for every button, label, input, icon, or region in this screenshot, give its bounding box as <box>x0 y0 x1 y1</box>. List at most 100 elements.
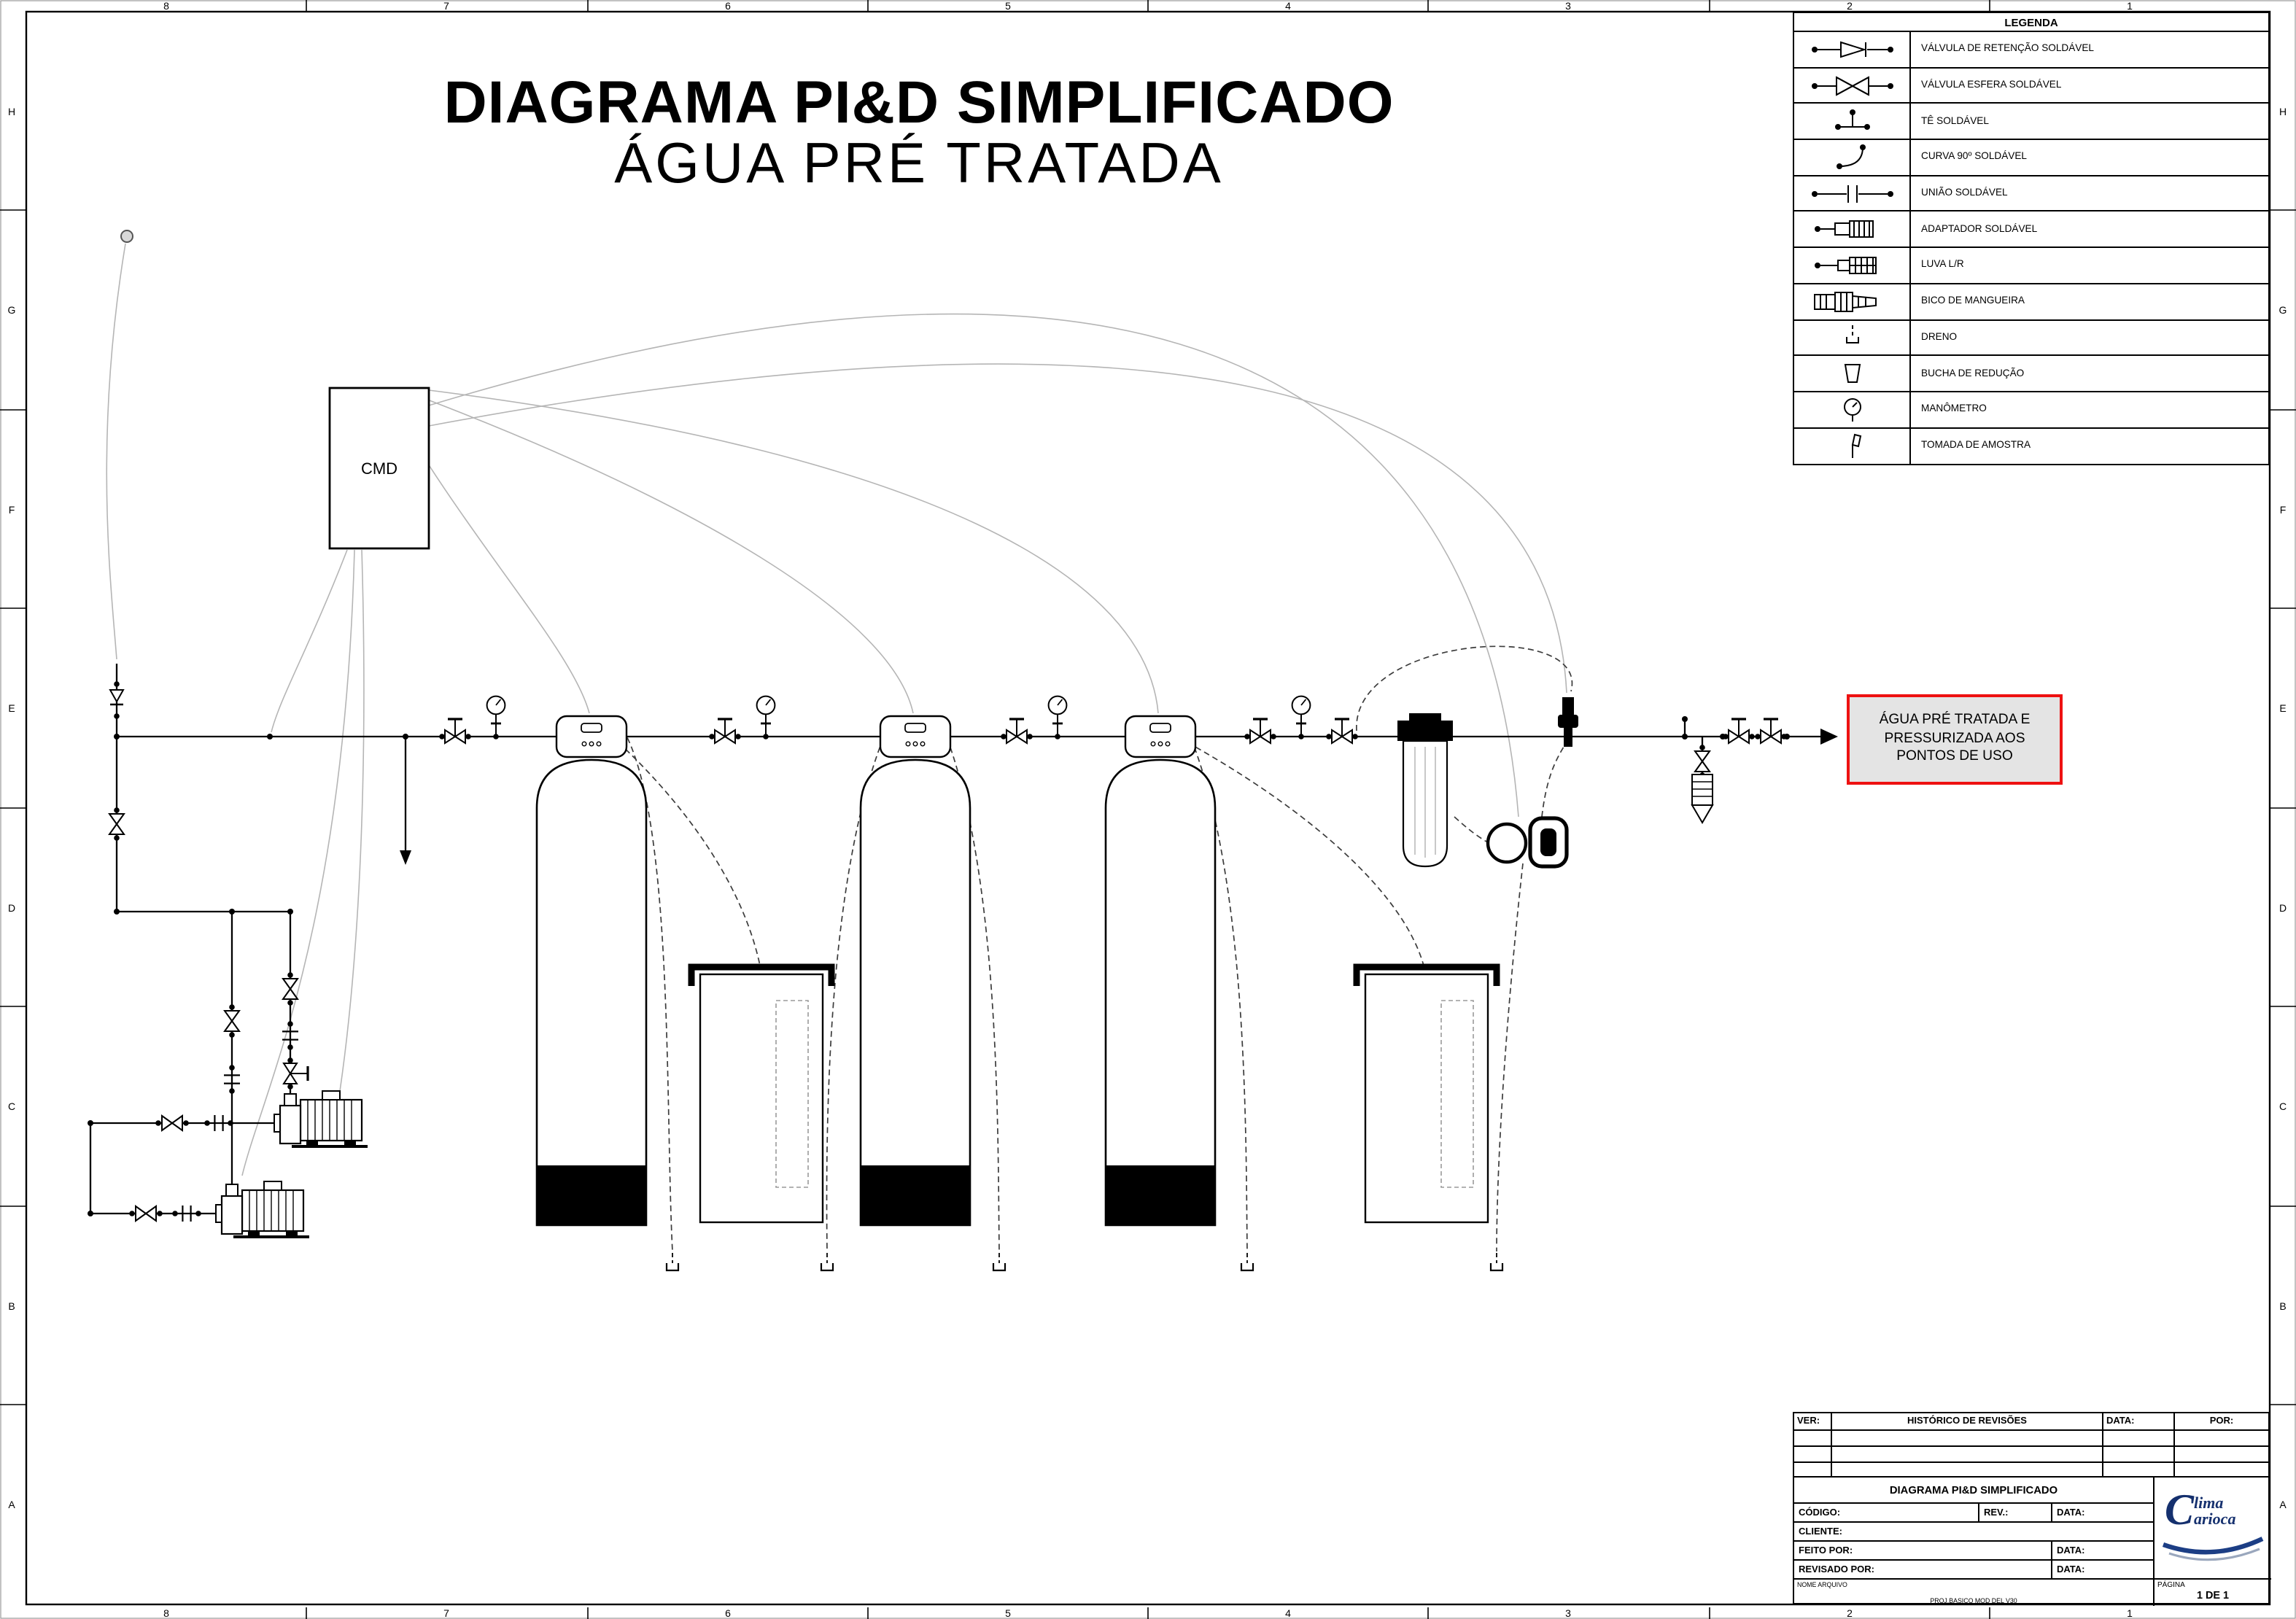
legend-row: ADAPTADOR SOLDÁVEL <box>1794 211 2268 249</box>
legend-row: BUCHA DE REDUÇÃO <box>1794 356 2268 392</box>
ver-label: VER: <box>1794 1413 1832 1431</box>
elbow-90-icon <box>1794 140 1911 175</box>
union-icon <box>1794 176 1911 211</box>
legend-row: VÁLVULA DE RETENÇÃO SOLDÁVEL <box>1794 32 2268 69</box>
cartridge-filter <box>1397 713 1453 868</box>
date-label: DATA: <box>2057 1565 2085 1575</box>
pagina-label: PÁGINA <box>2157 1581 2185 1590</box>
svg-text:A: A <box>8 1499 15 1510</box>
logo-line-1: lima <box>2194 1495 2224 1513</box>
pressure-gauge <box>486 695 506 741</box>
outlet-line-3: PONTOS DE USO <box>1896 748 2013 765</box>
svg-text:H: H <box>2279 106 2287 117</box>
svg-text:E: E <box>8 702 15 714</box>
svg-text:5: 5 <box>1005 1607 1011 1619</box>
revision-cell <box>2175 1431 2268 1447</box>
date-label: DATA: <box>2057 1546 2085 1556</box>
sheet-title: DIAGRAMA PI&D SIMPLIFICADO ÁGUA PRÉ TRAT… <box>408 69 1430 196</box>
reducer-bushing-icon <box>1794 356 1911 391</box>
booster-pump-2 <box>214 1180 311 1238</box>
revision-cell <box>2103 1463 2175 1478</box>
history-label: HISTÓRICO DE REVISÕES <box>1832 1413 2103 1431</box>
outlet-label: ÁGUA PRÉ TRATADA E PRESSURIZADA AOS PONT… <box>1847 694 2063 785</box>
pressure-gauge <box>756 695 776 741</box>
tap-valve <box>1325 718 1360 745</box>
tap-valve <box>438 718 473 745</box>
ball-valve-icon <box>1794 68 1911 103</box>
filter-tank-2 <box>859 758 971 1227</box>
gauge-station-4 <box>1243 695 1360 745</box>
filter-cap <box>1397 721 1453 741</box>
chemical-injector <box>1558 697 1578 747</box>
svg-text:3: 3 <box>1565 0 1571 12</box>
tee-icon <box>1794 104 1911 139</box>
check-valve-icon <box>1794 32 1911 67</box>
filter-tank-3 <box>1104 758 1217 1227</box>
svg-text:B: B <box>2279 1300 2286 1312</box>
tap-valve <box>1243 718 1278 745</box>
revision-cell <box>1832 1431 2103 1447</box>
tank-base <box>1106 1165 1215 1225</box>
legend-row: TÊ SOLDÁVEL <box>1794 104 2268 141</box>
svg-text:1: 1 <box>2127 0 2133 12</box>
tap-valve <box>999 718 1034 745</box>
tank-control-head-1 <box>555 715 628 758</box>
svg-text:E: E <box>2279 702 2286 714</box>
revision-cell <box>1832 1447 2103 1463</box>
revision-history: VER: HISTÓRICO DE REVISÕES DATA: POR: <box>1794 1413 2268 1478</box>
svg-text:2: 2 <box>1847 0 1853 12</box>
floor-drain-5 <box>1489 1251 1504 1272</box>
date-label: DATA: <box>2103 1413 2175 1431</box>
floor-drain-3 <box>992 1251 1007 1272</box>
svg-text:C: C <box>8 1100 15 1112</box>
legend-row: VÁLVULA ESFERA SOLDÁVEL <box>1794 68 2268 104</box>
cmd-label: CMD <box>361 459 397 478</box>
page-cell: PÁGINA 1 DE 1 <box>2155 1580 2271 1606</box>
pagina-value: 1 DE 1 <box>2197 1588 2229 1601</box>
outlet-valves <box>1720 718 1790 745</box>
level-sensor-icon <box>120 230 133 243</box>
coupling-icon <box>1794 248 1911 283</box>
revision-cell <box>1794 1463 1832 1478</box>
legend-row: TOMADA DE AMOSTRA <box>1794 428 2268 465</box>
revision-cell <box>2175 1463 2268 1478</box>
pressure-gauge <box>1291 695 1311 741</box>
legend-table: LEGENDA VÁLVULA DE RETENÇÃO SOLDÁVEL <box>1793 12 2270 466</box>
logo-swoosh-icon <box>2162 1537 2264 1561</box>
cmd-panel: CMD <box>328 387 430 550</box>
legend-row: CURVA 90º SOLDÁVEL <box>1794 140 2268 176</box>
document-title: DIAGRAMA PI&D SIMPLIFICADO <box>1794 1478 2155 1504</box>
legend-row: MANÔMETRO <box>1794 392 2268 429</box>
tank-lid <box>1353 963 1500 986</box>
svg-text:A: A <box>2279 1499 2287 1510</box>
sample-point-icon <box>1794 428 1911 465</box>
pressure-gauge <box>1047 695 1068 741</box>
tank-base <box>537 1165 646 1225</box>
down-flow-arrow <box>400 850 411 865</box>
cliente-label: CLIENTE: <box>1799 1527 1842 1537</box>
tank-control-head-2 <box>879 715 952 758</box>
rev-label: REV.: <box>1984 1508 2009 1518</box>
control-signal-lines <box>106 243 1567 1176</box>
revision-cell <box>2103 1447 2175 1463</box>
svg-text:7: 7 <box>443 1607 449 1619</box>
logo-initial: C <box>2165 1486 2195 1534</box>
svg-text:G: G <box>8 304 16 316</box>
title-line-1: DIAGRAMA PI&D SIMPLIFICADO <box>443 69 1395 136</box>
tank-control-head-3 <box>1124 715 1197 758</box>
file-name-cell: NOME ARQUIVO PROJ.BASICO MOD DEL V30 <box>1794 1580 2155 1606</box>
revision-cell <box>1832 1463 2103 1478</box>
svg-text:8: 8 <box>163 1607 169 1619</box>
company-logo: C lima arioca <box>2155 1478 2271 1580</box>
svg-text:6: 6 <box>725 0 731 12</box>
svg-text:4: 4 <box>1285 1607 1291 1619</box>
revision-cell <box>2103 1431 2175 1447</box>
legend-row: UNIÃO SOLDÁVEL <box>1794 176 2268 212</box>
codigo-label: CÓDIGO: <box>1799 1508 1841 1518</box>
sample-point-assembly <box>1682 716 1714 824</box>
ball-valve <box>155 1115 190 1131</box>
